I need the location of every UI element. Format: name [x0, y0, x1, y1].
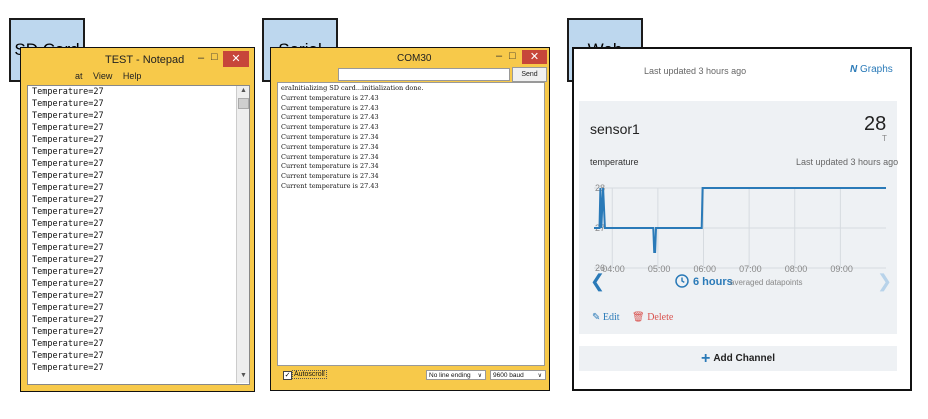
x-tick-label: 09:00 [830, 264, 853, 274]
time-range[interactable]: 6 hours [693, 276, 733, 288]
serial-output-line: Current temperature is 27.34 [281, 142, 379, 151]
delete-button[interactable]: 🗑 Delete [632, 312, 673, 323]
serial-title: COM30 [397, 53, 432, 64]
notepad-line: Temperature=27 [32, 135, 104, 145]
notepad-line: Temperature=27 [32, 351, 104, 361]
menu-item-format[interactable]: at [75, 71, 83, 81]
sensor-value: 28 [864, 113, 887, 135]
sensor-name: sensor1 [590, 121, 640, 137]
notepad-title: TEST - Notepad [105, 54, 185, 66]
baud-value: 9600 baud [493, 372, 524, 379]
notepad-scrollbar[interactable]: ▲ ▼ [236, 86, 249, 383]
x-tick-label: 07:00 [739, 264, 762, 274]
x-tick-label: 05:00 [648, 264, 671, 274]
notepad-line: Temperature=27 [32, 231, 104, 241]
last-updated-text: Last updated 3 hours ago [644, 66, 747, 76]
y-tick-label: 26 [595, 263, 605, 273]
sensor-unit: T [882, 134, 887, 143]
menu-item-view[interactable]: View [93, 71, 113, 81]
line-ending-value: No line ending [429, 372, 471, 379]
baud-select[interactable]: 9600 baud ∨ [490, 370, 546, 380]
scroll-down-icon[interactable]: ▼ [240, 372, 247, 379]
graphs-label: Graphs [860, 64, 893, 75]
serial-output-line: Current temperature is 27.34 [281, 152, 379, 161]
close-icon[interactable]: ✕ [522, 50, 547, 64]
notepad-line: Temperature=27 [32, 291, 104, 301]
x-tick-label: 08:00 [785, 264, 808, 274]
notepad-line: Temperature=27 [32, 219, 104, 229]
chevron-down-icon: ∨ [477, 373, 482, 379]
chevron-right-icon[interactable]: ❯ [877, 271, 893, 291]
maximize-icon[interactable]: □ [211, 51, 218, 63]
autoscroll-label: Autoscroll [292, 370, 327, 379]
channel-name: temperature [590, 157, 639, 167]
serial-output-line: Current temperature is 27.34 [281, 162, 379, 171]
serial-input[interactable] [338, 68, 510, 81]
notepad-line: Temperature=27 [32, 327, 104, 337]
notepad-line: Temperature=27 [32, 99, 104, 109]
channel-last-updated: Last updated 3 hours ago [796, 157, 899, 167]
menu-item-help[interactable]: Help [122, 71, 142, 81]
edit-label: Edit [602, 312, 620, 323]
chevron-down-icon: ∨ [537, 373, 542, 379]
plus-icon: + [700, 349, 711, 367]
sensor-card [579, 101, 897, 334]
delete-label: Delete [647, 312, 674, 323]
notepad-line: Temperature=27 [32, 279, 104, 289]
notepad-line: Temperature=27 [32, 123, 104, 133]
pencil-icon: ✎ [592, 312, 601, 323]
notepad-line: Temperature=27 [32, 111, 104, 121]
x-tick-label: 06:00 [694, 264, 717, 274]
serial-output-line: Current temperature is 27.34 [281, 132, 379, 141]
edit-button[interactable]: ✎ Edit [592, 312, 620, 323]
notepad-line: Temperature=27 [32, 147, 104, 157]
minimize-icon[interactable]: – [198, 52, 205, 64]
scroll-up-icon[interactable]: ▲ [240, 87, 247, 94]
notepad-line: Temperature=27 [32, 255, 104, 265]
chevron-left-icon[interactable]: ❮ [590, 271, 606, 291]
serial-output-line: Current temperature is 27.34 [281, 172, 379, 181]
graph-icon: N [850, 64, 858, 75]
trash-icon: 🗑 [632, 312, 645, 323]
add-channel-button[interactable]: + Add Channel [579, 346, 897, 371]
serial-output-line: Current temperature is 27.43 [281, 103, 379, 112]
clock-icon [675, 274, 689, 288]
close-icon[interactable]: ✕ [223, 51, 249, 67]
minimize-icon[interactable]: – [496, 50, 503, 62]
notepad-line: Temperature=27 [32, 315, 104, 325]
notepad-line: Temperature=27 [32, 243, 104, 253]
autoscroll-checkbox[interactable]: ✓ [283, 371, 292, 380]
serial-output-line: eraInitializing SD card...initialization… [281, 84, 424, 92]
notepad-line: Temperature=27 [32, 267, 104, 277]
maximize-icon[interactable]: □ [509, 50, 516, 62]
serial-output-line: Current temperature is 27.43 [281, 93, 379, 102]
notepad-line: Temperature=27 [32, 87, 104, 97]
add-channel-label: Add Channel [713, 353, 775, 364]
notepad-line: Temperature=27 [32, 195, 104, 205]
notepad-menu-bar: at View Help [27, 71, 250, 84]
notepad-line: Temperature=27 [32, 159, 104, 169]
notepad-line: Temperature=27 [32, 183, 104, 193]
graphs-link[interactable]: N Graphs [850, 64, 893, 75]
send-button[interactable]: Send [512, 67, 547, 82]
serial-output-line: Current temperature is 27.43 [281, 113, 379, 122]
notepad-line: Temperature=27 [32, 171, 104, 181]
notepad-line: Temperature=27 [32, 339, 104, 349]
line-ending-select[interactable]: No line ending ∨ [426, 370, 486, 380]
serial-output-line: Current temperature is 27.43 [281, 181, 379, 190]
scrollbar-thumb[interactable] [238, 98, 249, 109]
temperature-series-line [594, 187, 886, 253]
serial-output: eraInitializing SD card...initialization… [277, 82, 545, 366]
x-tick-label: 04:00 [602, 264, 625, 274]
time-range-suffix: averaged datapoints [730, 278, 803, 287]
notepad-line: Temperature=27 [32, 207, 104, 217]
serial-output-line: Current temperature is 27.43 [281, 123, 379, 132]
notepad-line: Temperature=27 [32, 303, 104, 313]
notepad-line: Temperature=27 [32, 363, 104, 373]
